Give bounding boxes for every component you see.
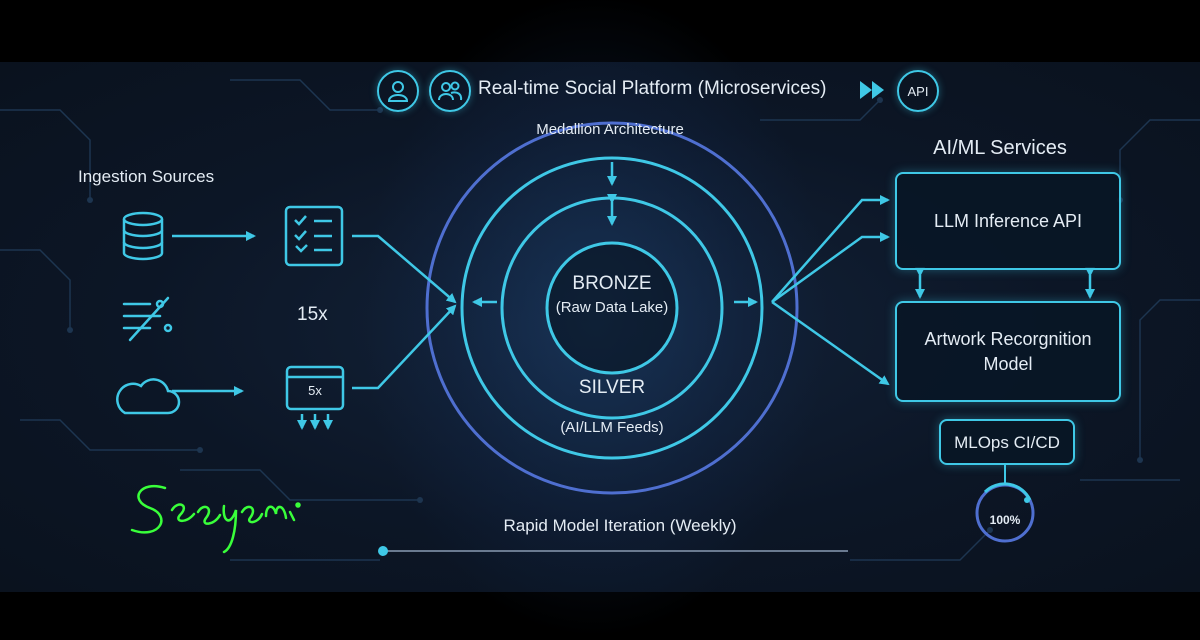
- artwork-model-label-line1: Artwork Recorgnition: [924, 328, 1092, 349]
- iteration-label: Rapid Model Iteration (Weekly): [503, 516, 737, 535]
- progress-dot: [378, 546, 388, 556]
- outer-ring: [425, 121, 799, 495]
- bronze-label: BRONZE: [572, 273, 652, 294]
- double-chevron-icon: [860, 81, 884, 99]
- llm-inference-box: LLM Inference API: [895, 172, 1121, 270]
- circuit-nodes: [67, 97, 1143, 533]
- mlops-label: MLOps CI/CD: [954, 432, 1060, 452]
- transform-icon: [122, 296, 173, 342]
- cloud-icon: [116, 378, 181, 415]
- user-icon: [377, 70, 419, 112]
- gauge-icon: [975, 482, 1035, 543]
- platform-title: Real-time Social Platform (Microservices…: [478, 78, 827, 99]
- checklist-icon: [284, 205, 344, 267]
- llm-inference-label: LLM Inference API: [933, 210, 1083, 231]
- silver-ring: [460, 156, 764, 460]
- group-icon: [429, 70, 471, 112]
- silver-label: SILVER: [578, 377, 646, 398]
- circuit-traces: [0, 79, 1200, 561]
- signature-graphic: [130, 485, 301, 554]
- ingestion-multiplier: 15x: [297, 304, 328, 325]
- database-icon: [122, 211, 164, 261]
- ingestion-connectors: [172, 231, 457, 396]
- gauge-value: 100%: [989, 513, 1021, 527]
- batch-badge: 5x: [308, 383, 322, 398]
- mlops-box: MLOps CI/CD: [939, 419, 1075, 465]
- artwork-model-label-line2: Model: [983, 353, 1033, 374]
- batch-icon: [285, 365, 345, 430]
- silver-sub: (AI/LLM Feeds): [560, 419, 664, 436]
- ai-services-title: AI/ML Services: [933, 137, 1067, 159]
- api-badge: API: [897, 70, 939, 112]
- ai-connectors: [771, 195, 1095, 386]
- architecture-title: Medallion Architecture: [536, 121, 684, 138]
- artwork-model-box: Artwork Recorgnition Model: [895, 301, 1121, 402]
- ingestion-title: Ingestion Sources: [78, 167, 215, 186]
- core-ring: [545, 241, 679, 375]
- bronze-sub: (Raw Data Lake): [555, 299, 669, 316]
